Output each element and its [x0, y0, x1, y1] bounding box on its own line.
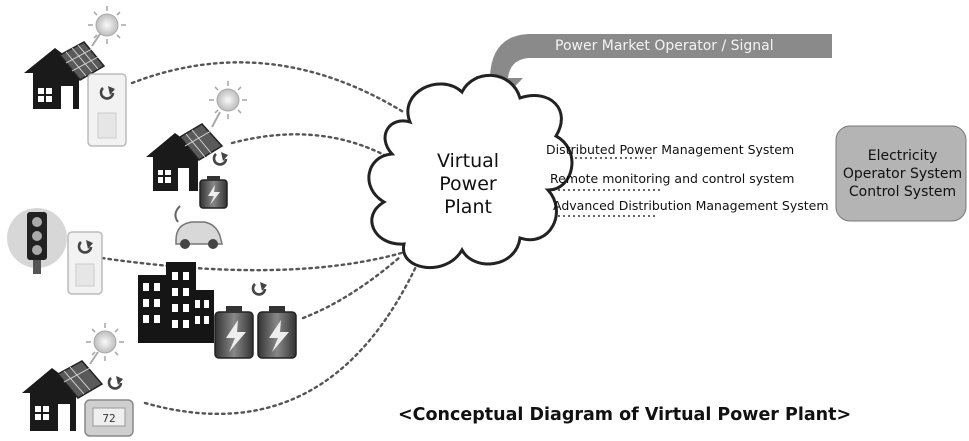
solar-panel-icon — [58, 41, 106, 81]
control-system-line: Control System — [848, 184, 957, 200]
control-system-line: Electricity — [867, 148, 938, 164]
house-icon — [146, 133, 207, 191]
traffic-light-icon — [7, 208, 67, 274]
sun-icon — [208, 80, 248, 120]
smart-meter-icon — [212, 150, 230, 166]
vpp-label-line: Power — [439, 173, 497, 195]
system-label-remote-monitoring: Remote monitoring and control system — [550, 171, 795, 186]
control-system-line: Operator System — [842, 166, 963, 182]
market-signal-label: Power Market Operator / Signal — [555, 38, 774, 54]
smart-meter-icon — [87, 73, 127, 147]
connection-line — [230, 133, 392, 160]
vpp-cloud — [367, 74, 574, 270]
system-label-adms: Advanced Distribution Management System — [553, 198, 829, 213]
thermostat-icon: 72 — [84, 399, 134, 437]
battery-icon — [199, 176, 228, 209]
system-label-dpms: Distributed Power Management System — [546, 142, 795, 157]
solar-panel-icon — [178, 123, 224, 161]
electric-car-icon — [174, 205, 223, 249]
market-signal-arrow — [476, 34, 832, 108]
connection-line — [130, 61, 407, 115]
connection-line — [301, 255, 402, 320]
svg-text:72: 72 — [102, 412, 115, 425]
diagram-caption: <Conceptual Diagram of Virtual Power Pla… — [398, 405, 852, 425]
battery-icon — [257, 306, 297, 359]
system-underlines — [545, 157, 660, 217]
solar-panel-icon — [56, 360, 104, 399]
office-building-icon — [138, 262, 214, 343]
control-system-box — [835, 125, 967, 222]
battery-icon — [214, 306, 254, 359]
control-system-label: Electricity Operator System Control Syst… — [836, 147, 969, 201]
smart-meter-icon — [67, 231, 103, 295]
vpp-label-line: Virtual — [436, 150, 500, 172]
sun-icon — [87, 5, 127, 45]
connection-line — [143, 256, 422, 416]
smart-meter-icon — [107, 374, 125, 390]
vpp-label: Virtual Power Plant — [408, 150, 528, 219]
sun-icon — [85, 322, 125, 362]
vpp-label-line: Plant — [444, 196, 492, 218]
connection-lines — [100, 61, 422, 416]
connection-line — [100, 250, 407, 272]
smart-meter-icon — [251, 280, 269, 296]
